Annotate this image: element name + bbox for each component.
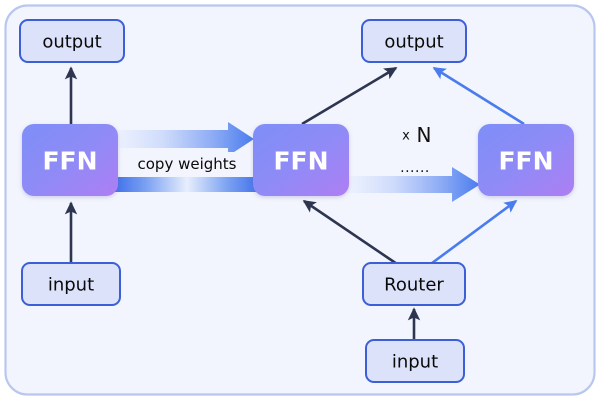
label-repeat-count: x N [402,123,431,147]
label-ellipsis: ...... [400,160,430,176]
node-ffn-3[interactable]: FFN [478,124,574,196]
node-router-label: Router [384,275,444,296]
label-repeat-n: N [417,123,432,147]
node-input-left[interactable]: input [21,262,121,306]
node-output-right[interactable]: output [361,19,467,63]
label-copy-weights-text: copy weights [138,155,237,173]
node-output-right-label: output [384,32,443,53]
edge-ffn3-to-output-right [432,66,525,126]
node-ffn-2-label: FFN [273,147,328,176]
diagram-panel [4,4,596,396]
node-output-left[interactable]: output [19,19,125,63]
edge-ffn1-to-ffn2-top [114,122,254,156]
node-router[interactable]: Router [362,262,466,306]
label-copy-weights: copy weights [124,152,250,174]
node-ffn-1[interactable]: FFN [22,124,118,196]
label-repeat-multiplier: x [402,129,410,144]
edge-router-to-ffn2 [302,199,401,268]
node-input-right[interactable]: input [365,339,465,383]
edge-ffn2-to-ffn3 [346,167,480,202]
node-input-right-label: input [392,352,438,373]
edge-ffn2-to-output-right [301,66,398,126]
edge-router-to-ffn3 [427,199,518,268]
node-output-left-label: output [42,32,101,53]
node-input-left-label: input [48,275,94,296]
edge-ffn1-to-ffn2-bottom [114,177,260,192]
node-ffn-1-label: FFN [42,147,97,176]
node-ffn-2[interactable]: FFN [253,124,349,196]
node-ffn-3-label: FFN [498,147,553,176]
